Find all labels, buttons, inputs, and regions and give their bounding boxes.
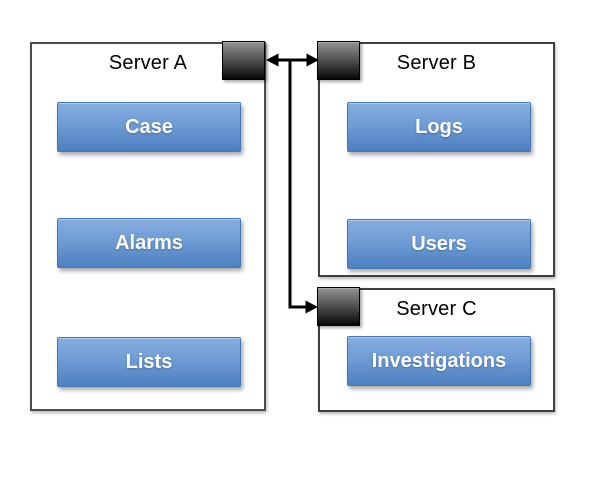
server-b-connector-port-icon (317, 41, 360, 80)
server-a-title: Server A (108, 52, 188, 74)
server-c-box: Server C Investigations (318, 288, 555, 412)
server-c-title: Server C (396, 298, 477, 320)
users-button: Users (347, 219, 531, 269)
a-b-double-arrow (266, 53, 319, 67)
server-c-connector-port-icon (317, 287, 360, 326)
server-a-connector-port-icon (222, 41, 265, 80)
alarms-button: Alarms (57, 218, 241, 268)
investigations-button: Investigations (347, 336, 531, 386)
junction-to-server-c-arrow (288, 58, 318, 314)
server-b-title: Server B (396, 52, 477, 74)
case-button: Case (57, 102, 241, 152)
server-a-box: Server A Case Alarms Lists (30, 42, 266, 411)
logs-button: Logs (347, 102, 531, 152)
server-b-box: Server B Logs Users (318, 42, 555, 277)
lists-button: Lists (57, 337, 241, 387)
